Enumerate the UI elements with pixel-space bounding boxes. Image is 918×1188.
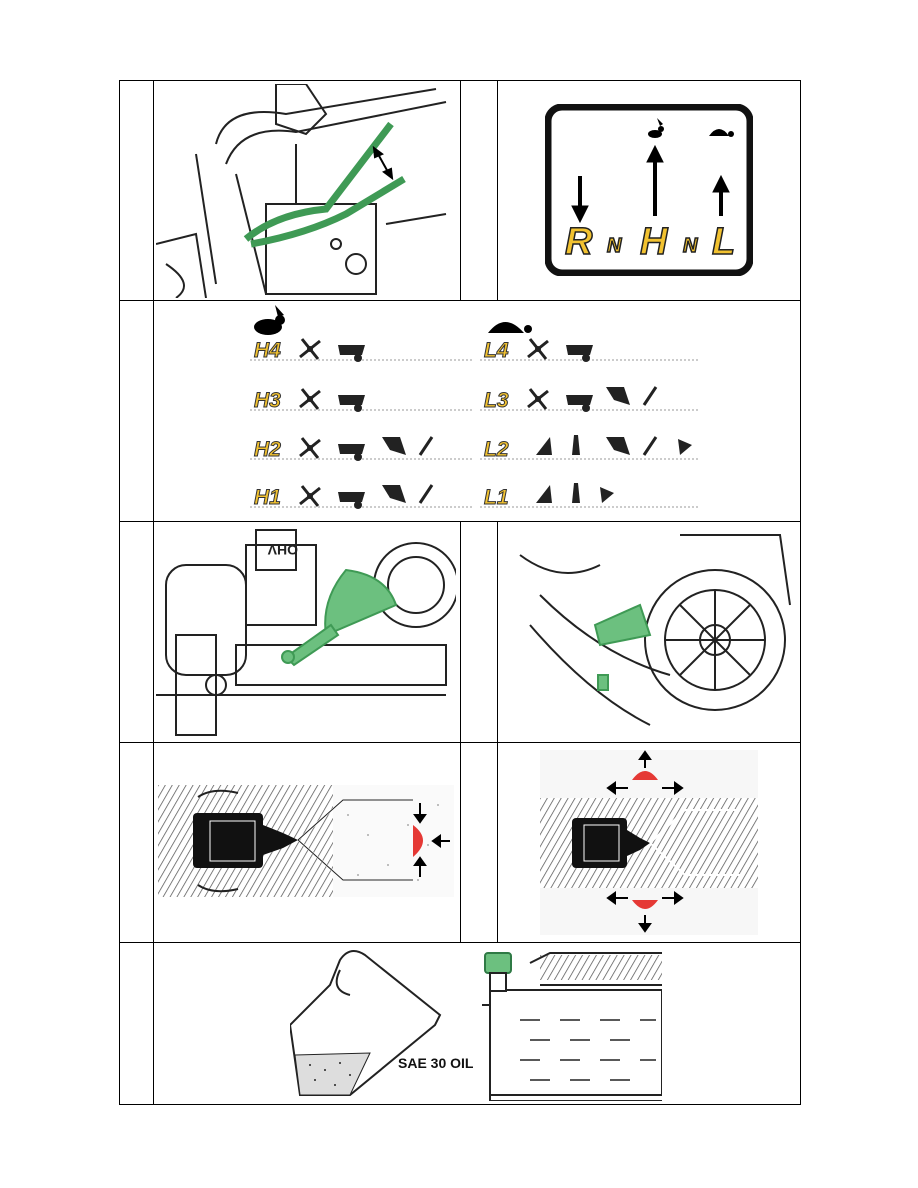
engine-label: OHV: [267, 542, 298, 558]
gear-code: H1: [254, 486, 281, 509]
column-divider: [497, 742, 498, 942]
column-divider: [460, 521, 461, 742]
rake-icon: [644, 387, 656, 405]
gear-tool-table: H4 H3 H2 H1 L4 L3 L2 L1: [240, 305, 710, 517]
gear-lever-illustration: [156, 84, 456, 298]
gear-code: L4: [484, 339, 509, 362]
tiller-blade-icon: [300, 486, 320, 506]
column-divider: [460, 80, 461, 301]
ridger-icon: [536, 485, 552, 503]
rake-icon: [644, 437, 656, 455]
cart-icon: [338, 444, 365, 461]
oil-cap-icon: [485, 953, 511, 991]
furrow-plough-icon: [572, 435, 580, 455]
cart-icon: [566, 345, 593, 362]
column-divider: [460, 742, 461, 942]
rabbit-icon: [254, 305, 285, 335]
gear-letter-n: N: [683, 235, 698, 257]
cart-icon: [338, 492, 365, 509]
transmission-oil-illustration: [500, 525, 798, 739]
cart-icon: [338, 395, 365, 412]
cart-icon: [338, 345, 365, 362]
rake-icon: [420, 437, 432, 455]
plough-icon: [382, 437, 406, 455]
gear-letter-n: N: [607, 235, 622, 257]
plough-icon: [382, 485, 406, 503]
plough-icon: [606, 437, 630, 455]
tiller-blade-icon: [528, 389, 548, 409]
mower-icon: [678, 439, 692, 455]
gear-code: L1: [484, 486, 509, 509]
column-divider: [153, 80, 154, 1105]
gear-code: L2: [484, 438, 509, 461]
rake-icon: [420, 485, 432, 503]
ridger-icon: [536, 437, 552, 455]
turtle-icon: [488, 322, 532, 333]
tiller-blade-icon: [300, 339, 320, 359]
gear-letter-r: R: [565, 221, 593, 263]
tiller-blade-icon: [528, 339, 548, 359]
column-divider: [497, 521, 498, 742]
column-divider: [497, 80, 498, 301]
gear-code: H3: [254, 389, 281, 412]
row-divider: [119, 942, 801, 943]
gear-code: L3: [484, 389, 509, 412]
oil-type-label: SAE 30 OIL: [398, 1055, 473, 1071]
tiller-blade-icon: [300, 438, 320, 458]
gear-letter-h: H: [640, 221, 669, 263]
tiller-blade-icon: [300, 389, 320, 409]
engine-oil-fill-illustration: OHV: [156, 525, 456, 739]
plough-icon: [606, 387, 630, 405]
gear-shift-plate: R N H N L: [545, 104, 753, 276]
furrow-depth-diagram: [158, 785, 454, 897]
furrow-width-diagram: [540, 750, 758, 935]
gear-code: H4: [254, 339, 281, 362]
oil-pouring-illustration: [290, 945, 662, 1101]
cart-icon: [566, 395, 593, 412]
gear-code: H2: [254, 438, 281, 461]
mower-icon: [600, 487, 614, 503]
furrow-plough-icon: [572, 483, 580, 503]
gear-letter-l: L: [712, 221, 735, 263]
